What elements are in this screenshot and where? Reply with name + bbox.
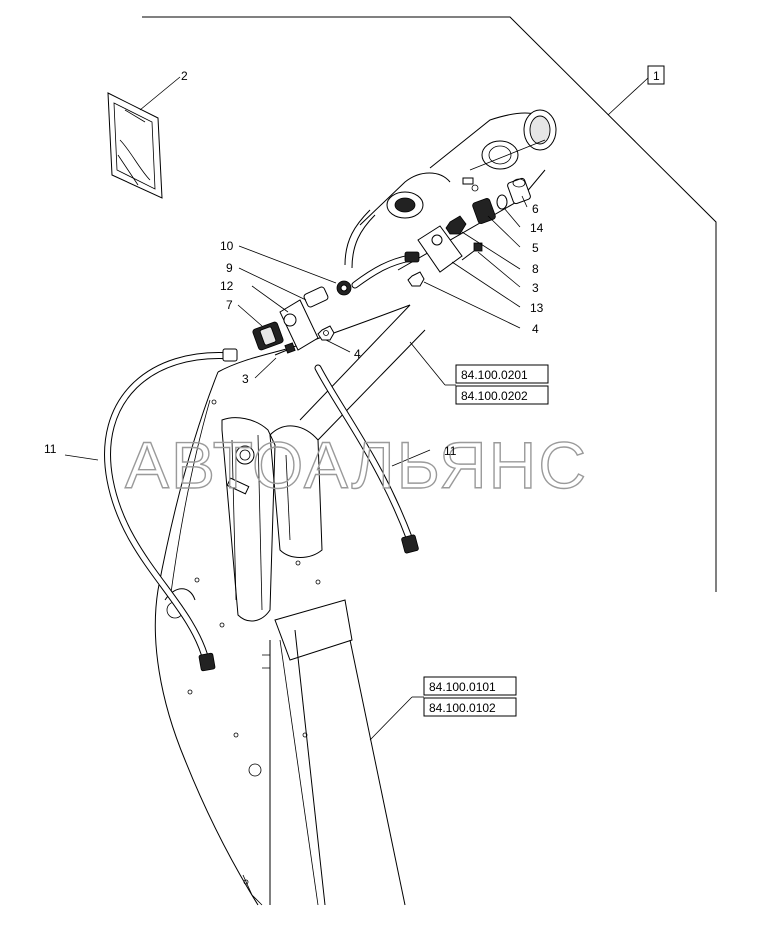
fittings-left	[252, 280, 352, 356]
callout-1: 1	[653, 69, 660, 83]
ref-84-100-0201: 84.100.0201	[461, 368, 528, 382]
boom-structure	[154, 304, 426, 906]
reference-boxes-lower: 84.100.0101 84.100.0102	[423, 676, 517, 717]
callout-3-right: 3	[532, 281, 539, 295]
callout-14: 14	[530, 221, 544, 235]
ref-84-100-0102: 84.100.0102	[429, 701, 496, 715]
callout-11-left: 11	[44, 442, 57, 456]
watermark-text: АВТОАЛЬЯНС	[125, 428, 588, 502]
fittings-right	[407, 177, 531, 287]
reference-boxes-upper: 84.100.0201 84.100.0202	[455, 364, 549, 405]
ref-84-100-0202: 84.100.0202	[461, 389, 528, 403]
callout-4-right: 4	[532, 322, 539, 336]
ref-84-100-0101: 84.100.0101	[429, 680, 496, 694]
manual-booklet	[107, 92, 163, 199]
callout-9: 9	[226, 261, 233, 275]
callout-11-right: 11	[444, 444, 457, 458]
hose-11-right	[314, 364, 419, 554]
upper-short-hose	[351, 251, 420, 289]
callout-10: 10	[220, 239, 234, 253]
callout-7: 7	[226, 298, 233, 312]
callout-1-box	[647, 65, 665, 85]
callout-numbers: 1 2 10 9 12 7 3 4 6 14 5 8 3 13 4 11 11	[44, 65, 665, 458]
callout-8: 8	[532, 262, 539, 276]
leader-lines	[64, 76, 649, 741]
assembly-bracket	[142, 16, 717, 592]
callout-5: 5	[532, 241, 539, 255]
callout-2: 2	[181, 69, 188, 83]
callout-13: 13	[530, 301, 544, 315]
callout-4-left: 4	[354, 347, 361, 361]
callout-12: 12	[220, 279, 234, 293]
hose-11-left	[104, 348, 238, 672]
callout-3-left: 3	[242, 372, 249, 386]
callout-6: 6	[532, 202, 539, 216]
